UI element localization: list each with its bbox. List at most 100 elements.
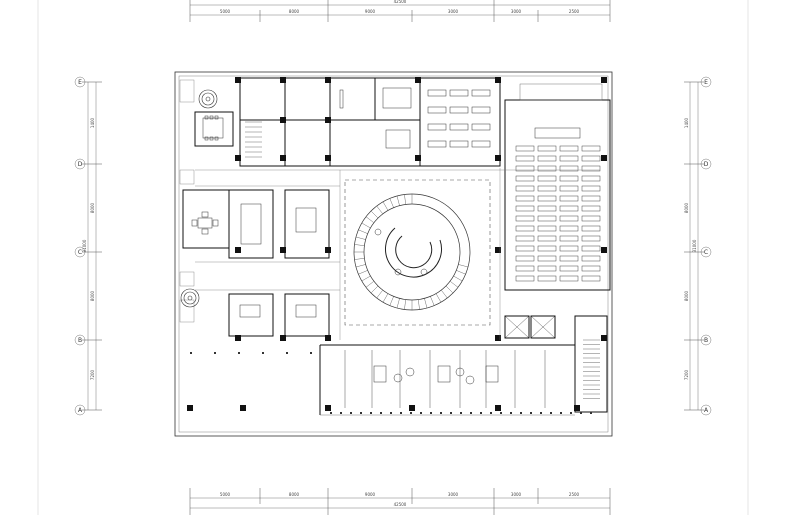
stair-tread	[404, 299, 406, 310]
central-atrium	[344, 179, 491, 326]
auditorium-seat-row	[559, 255, 579, 262]
structural-column	[409, 405, 415, 411]
stair-tread	[453, 275, 463, 282]
auditorium-seat-row	[559, 225, 579, 232]
grid-label-left-a: A	[78, 407, 83, 414]
auditorium-seat-row	[537, 245, 557, 252]
structural-column	[280, 247, 286, 253]
structural-column	[415, 77, 421, 83]
grid-bubble-left-c	[74, 246, 86, 258]
bottom-dim-6: 2500	[569, 492, 580, 497]
auditorium-seat-row	[537, 235, 557, 242]
auditorium-balcony	[519, 83, 603, 101]
right-dim-4: 7200	[684, 369, 689, 380]
bottom-dim-2: 8000	[289, 492, 300, 497]
stair-tread	[445, 285, 454, 294]
perimeter-fixture	[590, 412, 592, 414]
atrium-void	[344, 179, 491, 326]
auditorium-seat-row	[515, 185, 535, 192]
stair-tread	[358, 229, 368, 234]
grid-label-right-a: A	[704, 407, 709, 414]
meeting-table-1	[240, 203, 262, 245]
stair-tread	[358, 270, 368, 275]
structural-column	[235, 77, 241, 83]
auditorium-seat-row	[515, 245, 535, 252]
spiral-stair-treads	[354, 194, 469, 310]
auditorium-seat-row	[537, 275, 557, 282]
stair-tread	[365, 281, 375, 288]
structural-column	[325, 77, 331, 83]
top-dim-2: 8000	[289, 9, 300, 14]
top-dim-1: 5000	[220, 9, 231, 14]
stair-core-southeast	[574, 315, 608, 413]
atrium-inner-ring	[363, 203, 461, 301]
perimeter-fixture	[510, 412, 512, 414]
auditorium-seat-row	[581, 165, 601, 172]
top-total-dimension: 42500	[394, 0, 407, 4]
grid-label-right-b: B	[704, 337, 708, 344]
structural-column	[280, 335, 286, 341]
auditorium-seat-row	[515, 165, 535, 172]
grid-bubble-left-b	[74, 334, 86, 346]
perimeter-fixture	[440, 412, 442, 414]
stair-tread	[376, 289, 383, 299]
top-dimension-chain: 42500 5000 8000 9000 3000 3000 2500	[189, 0, 611, 22]
stair-tread	[354, 258, 365, 260]
auditorium-hall	[504, 99, 611, 291]
right-grid-axis-bubbles: E D C B A	[700, 76, 712, 416]
classroom-top	[419, 77, 501, 167]
stair-tread	[396, 195, 400, 206]
auditorium-seat-row	[515, 205, 535, 212]
structural-columns	[187, 77, 607, 411]
auditorium-seat-row	[559, 145, 579, 152]
office-desks-top-middle	[339, 87, 412, 149]
structural-column	[495, 155, 501, 161]
stair-tread	[354, 244, 365, 246]
auditorium-seat-row	[515, 215, 535, 222]
structural-column	[325, 405, 331, 411]
elevator-shaft-2	[530, 315, 556, 339]
structural-column	[574, 405, 580, 411]
perimeter-fixture	[460, 412, 462, 414]
auditorium-seat-row	[537, 255, 557, 262]
south-wing-furniture	[373, 365, 499, 385]
left-dim-2: 8000	[90, 202, 95, 213]
stair-tread	[456, 270, 466, 275]
stair-tread	[361, 275, 371, 282]
auditorium-seat-row	[515, 145, 535, 152]
right-dimension-chain: 1400 8000 8000 7200 31000	[684, 81, 704, 411]
perimeter-fixture	[470, 412, 472, 414]
perimeter-fixture	[350, 412, 352, 414]
stair-tread	[370, 285, 379, 294]
meeting-table-2	[295, 207, 317, 233]
auditorium-seat-row	[537, 155, 557, 162]
perimeter-fixture	[238, 352, 240, 354]
auditorium-seat-row	[581, 255, 601, 262]
structural-column	[280, 77, 286, 83]
perimeter-fixture	[390, 412, 392, 414]
left-dim-4: 7200	[90, 369, 95, 380]
perimeter-fixture	[286, 352, 288, 354]
auditorium-seat-row	[581, 205, 601, 212]
right-total-dimension: 31000	[692, 239, 697, 252]
grid-label-left-b: B	[78, 337, 82, 344]
perimeter-fixture	[330, 412, 332, 414]
perimeter-fixture	[410, 412, 412, 414]
auditorium-seat-row	[559, 245, 579, 252]
spiral-stair-inner-rail	[395, 235, 433, 269]
office-desk-1	[239, 304, 261, 318]
stair-tread	[389, 198, 394, 208]
structural-column	[280, 155, 286, 161]
perimeter-fixture	[490, 412, 492, 414]
grid-bubble-right-c	[700, 246, 712, 258]
perimeter-fixture	[214, 352, 216, 354]
classroom-desk	[471, 123, 491, 131]
structural-column	[235, 155, 241, 161]
right-dim-2: 8000	[684, 202, 689, 213]
left-dim-3: 8000	[90, 290, 95, 301]
tree-icon	[198, 89, 218, 109]
grid-bubble-right-a	[700, 404, 712, 416]
perimeter-fixture	[530, 412, 532, 414]
classroom-desk	[449, 106, 469, 114]
